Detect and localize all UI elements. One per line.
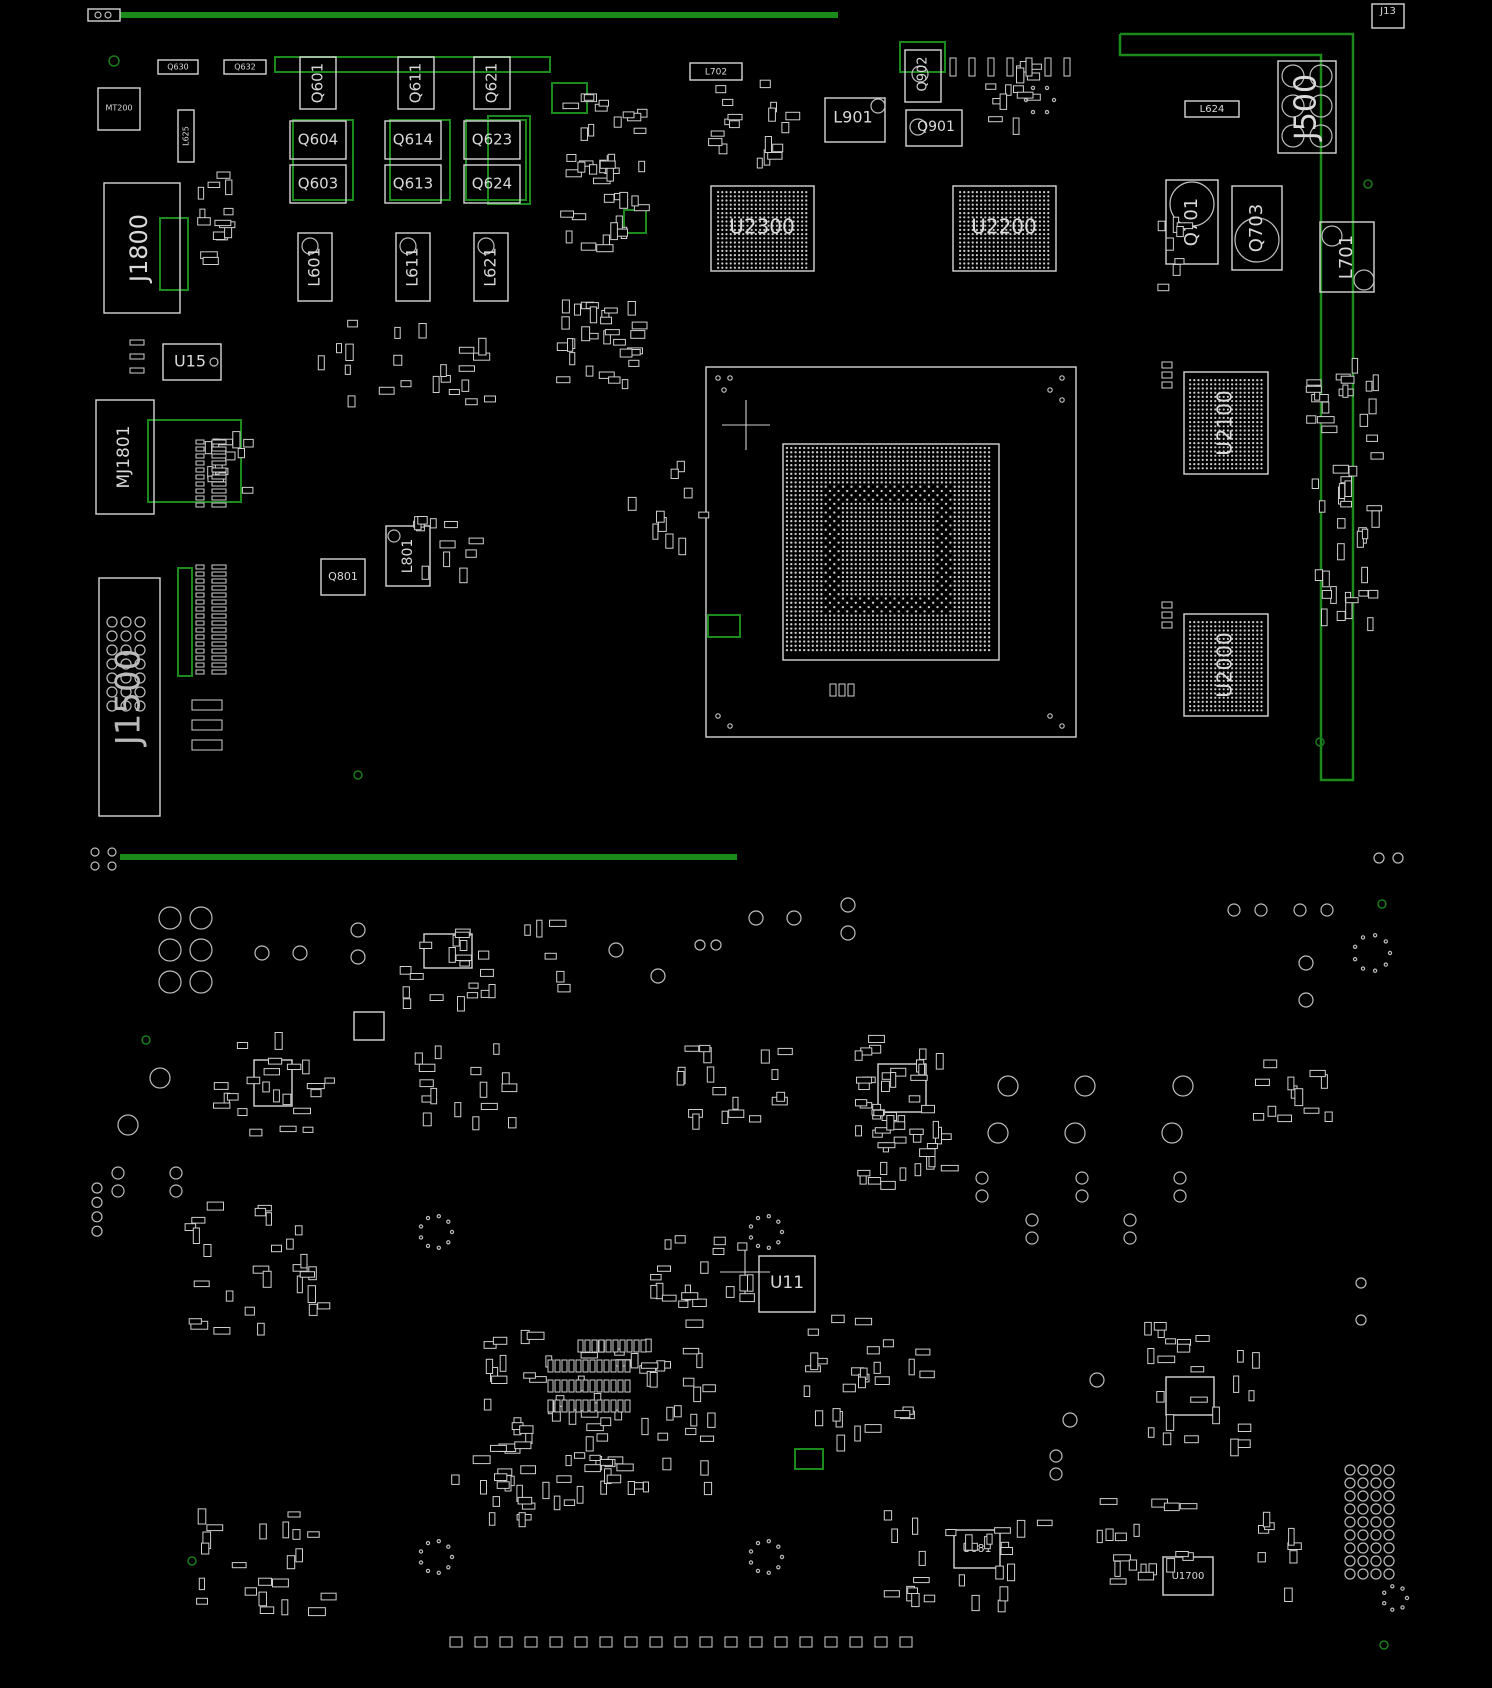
smd-pads	[106, 57, 1384, 1648]
inductor-l611: L611	[395, 232, 431, 302]
label-l701: L701	[1336, 235, 1357, 279]
label-l702: L702	[705, 68, 727, 78]
memory-u2300: U2300	[710, 185, 815, 272]
memory-u2200: U2200	[952, 185, 1057, 272]
label-q902: Q902	[916, 56, 931, 91]
ic-u801-bottom	[423, 933, 473, 969]
label-l601: L601	[305, 247, 324, 286]
label-l621: L621	[481, 247, 500, 286]
component-q630: Q630	[157, 59, 199, 75]
memory-u2000: U2000	[1183, 613, 1269, 717]
label-j500: J500	[1289, 74, 1324, 142]
label-q601: Q601	[309, 63, 327, 103]
label-u2300: U2300	[729, 215, 795, 239]
mosfet-q604: Q604	[289, 120, 347, 160]
component-l625: L625	[177, 109, 195, 163]
mosfet-q801: Q801	[320, 558, 366, 596]
ic-u802-bottom	[353, 1011, 385, 1041]
memory-u2100: U2100	[1183, 371, 1269, 475]
ic-u11: U11	[720, 1250, 816, 1313]
label-q614: Q614	[393, 131, 433, 149]
inductor-l621: L621	[473, 232, 509, 302]
label-q632: Q632	[234, 63, 256, 72]
label-q624: Q624	[472, 175, 512, 193]
mosfet-q621: Q621	[473, 56, 511, 110]
mosfet-q902: Q902	[904, 49, 942, 103]
component-mt200: MT200	[97, 87, 141, 131]
ic-u1901-bottom	[1165, 1376, 1215, 1416]
mosfet-q623: Q623	[463, 120, 521, 160]
ic-u900-bottom	[877, 1063, 927, 1113]
label-j1500: J1500	[109, 649, 149, 748]
mosfet-q603: Q603	[289, 164, 347, 204]
mosfet-q614: Q614	[384, 120, 442, 160]
label-u15: U15	[174, 352, 206, 371]
connector-mj1801: MJ1801	[95, 399, 155, 515]
ic-u15: U15	[162, 343, 222, 381]
vias	[90, 85, 1410, 1650]
label-q630: Q630	[167, 63, 189, 72]
mosfet-q703: Q703	[1231, 185, 1283, 271]
copper-traces	[120, 12, 1355, 1470]
connector-j500: J500	[1277, 60, 1337, 154]
label-u2000: U2000	[1213, 632, 1237, 698]
label-l625: L625	[182, 126, 191, 146]
inductor-l624: L624	[1184, 100, 1240, 118]
label-q603: Q603	[298, 175, 338, 193]
label-q801: Q801	[328, 570, 358, 583]
mosfet-q611: Q611	[397, 56, 435, 110]
label-l624: L624	[1200, 104, 1225, 115]
label-u11: U11	[770, 1273, 804, 1293]
inductor-l701: L701	[1319, 221, 1375, 293]
label-u2100: U2100	[1213, 390, 1237, 456]
component-q632: Q632	[223, 59, 267, 75]
mosfet-q613: Q613	[384, 164, 442, 204]
label-q613: Q613	[393, 175, 433, 193]
header-jt	[87, 8, 121, 22]
label-q621: Q621	[483, 63, 501, 103]
label-u2200: U2200	[971, 215, 1037, 239]
gpu-package	[705, 366, 1077, 738]
label-u1700: U1700	[1172, 1571, 1205, 1582]
label-q623: Q623	[472, 131, 512, 149]
inductor-l801: L801	[385, 525, 431, 587]
label-mt200: MT200	[105, 104, 132, 113]
label-j13: J13	[1379, 6, 1396, 17]
inductor-l901: L901	[824, 97, 886, 143]
label-l611: L611	[403, 247, 422, 286]
mosfet-q601: Q601	[299, 56, 337, 110]
label-q703: Q703	[1246, 204, 1267, 253]
inductor-l702: L702	[689, 62, 743, 81]
connector-j1800: J1800	[103, 182, 181, 314]
inductor-l601: L601	[297, 232, 333, 302]
label-j1800: J1800	[125, 214, 153, 284]
label-q901: Q901	[917, 119, 955, 135]
label-q604: Q604	[298, 131, 338, 149]
label-q701: Q701	[1181, 198, 1202, 247]
mosfet-q901: Q901	[905, 109, 963, 147]
label-q611: Q611	[407, 63, 425, 103]
label-l801: L801	[400, 539, 416, 574]
connector-j13: J13	[1371, 3, 1405, 29]
connector-j1500: J1500	[98, 577, 161, 817]
vrm-phases: Q601 Q611 Q621 Q604 Q614 Q623 Q603	[289, 56, 521, 302]
label-l901: L901	[833, 108, 872, 127]
label-mj1801: MJ1801	[114, 426, 134, 489]
mosfet-q624: Q624	[463, 164, 521, 204]
